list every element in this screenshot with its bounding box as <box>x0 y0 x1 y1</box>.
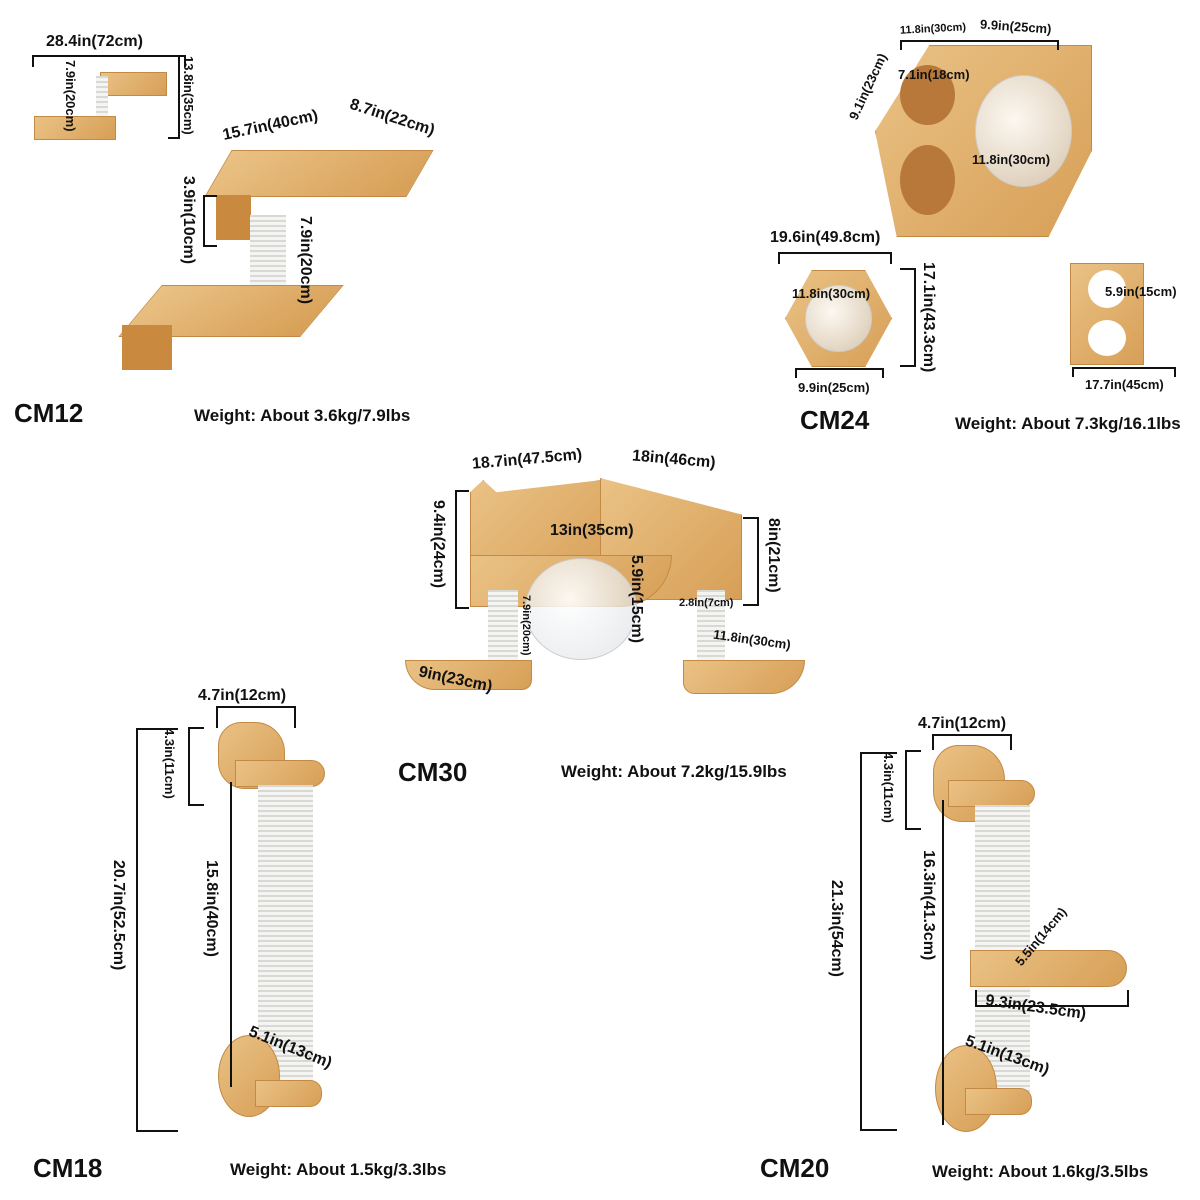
cm18-bottom-platform <box>255 1080 322 1107</box>
cm24-front-bowl <box>805 285 872 352</box>
dimension-line <box>900 268 916 367</box>
cm20-top-platform <box>948 780 1035 807</box>
cm12-bottom-bracket <box>122 325 172 370</box>
cm12-shelf-thickness-label: 3.9in(10cm) <box>180 176 197 265</box>
dimension-line <box>168 55 180 139</box>
cm24-label: 11.8in(30cm) <box>972 152 1051 167</box>
cm12-thumb-post-label: 7.9in(20cm) <box>63 60 78 132</box>
dimension-line <box>860 752 897 1131</box>
cm24-front-hole <box>900 145 955 215</box>
cm12-thumb-top-shelf <box>100 72 167 96</box>
dimension-line <box>942 800 954 1125</box>
cm18-scratching-post <box>258 785 313 1085</box>
cm12-thumb-post <box>96 76 108 116</box>
cm30-right-step <box>683 660 805 694</box>
cm18-label: 15.8in(40cm) <box>203 860 220 957</box>
cm20-weight: Weight: About 1.6kg/3.5lbs <box>932 1162 1149 1181</box>
cm24-label: 19.6in(49.8cm) <box>770 229 881 246</box>
dimension-line <box>975 990 1129 1007</box>
cm30-right-post <box>697 590 725 665</box>
cm24-clear-bowl <box>975 75 1072 187</box>
cm20-middle-step <box>970 950 1127 987</box>
cm24-side-hole <box>900 65 955 125</box>
cm30-label: 5.9in(15cm) <box>628 555 645 644</box>
cm18-top-platform <box>235 760 325 787</box>
cm30-weight: Weight: About 7.2kg/15.9lbs <box>561 762 787 781</box>
cm20-model: CM20 <box>760 1153 830 1183</box>
cm12-length-label: 15.7in(40cm) <box>221 107 320 144</box>
cm30-label: 7.9in(20cm) <box>520 595 532 656</box>
cm18-label: 4.3in(11cm) <box>162 728 177 799</box>
cm24-label: 17.7in(45cm) <box>1085 377 1164 392</box>
cm30-label: 18in(46cm) <box>631 447 717 472</box>
cm18-label: 4.7in(12cm) <box>198 687 287 704</box>
dimension-line <box>905 750 921 830</box>
cm24-label: 11.8in(30cm) <box>899 21 967 37</box>
cm24-label: 9.9in(25cm) <box>798 380 870 395</box>
cm20-bottom-platform <box>965 1088 1032 1115</box>
cm30-label: 9.4in(24cm) <box>430 500 447 589</box>
dimension-line <box>216 706 296 728</box>
cm24-model: CM24 <box>800 405 870 435</box>
cm12-weight: Weight: About 3.6kg/7.9lbs <box>194 406 411 425</box>
cm24-label: 17.1in(43.3cm) <box>920 262 937 373</box>
cm12-top-shelf <box>204 150 434 197</box>
dimension-line <box>230 782 242 1087</box>
cm12-thumb-bottom-shelf <box>34 116 116 140</box>
cm12-post-height-label: 7.9in(20cm) <box>297 216 314 305</box>
dimension-line <box>900 40 1059 50</box>
dimension-line <box>1072 367 1176 377</box>
cm12-model: CM12 <box>14 398 84 428</box>
cm20-label: 16.3in(41.3cm) <box>920 850 937 961</box>
cm24-label: 11.8in(30cm) <box>792 286 871 301</box>
cm24-weight: Weight: About 7.3kg/16.1lbs <box>955 414 1181 433</box>
cm20-label: 4.7in(12cm) <box>918 715 1007 732</box>
dimension-line <box>743 517 759 606</box>
cm18-weight: Weight: About 1.5kg/3.3lbs <box>230 1160 447 1179</box>
cm12-width-label: 28.4in(72cm) <box>46 33 143 50</box>
cm30-label: 13in(35cm) <box>550 522 634 539</box>
dimension-line <box>32 55 186 67</box>
cm24-label: 5.9in(15cm) <box>1105 284 1177 299</box>
cm30-label: 2.8in(7cm) <box>679 597 734 609</box>
cm24-label: 9.1in(23cm) <box>845 50 890 123</box>
dimension-line <box>203 195 217 247</box>
cm24-side-hole <box>1088 320 1126 356</box>
cm12-depth-label: 8.7in(22cm) <box>347 95 437 140</box>
cm18-model: CM18 <box>33 1153 103 1183</box>
cm30-left-post <box>488 590 518 665</box>
cm30-label: 8in(21cm) <box>765 518 782 593</box>
dimension-line <box>795 368 884 378</box>
cm24-label: 7.1in(18cm) <box>898 67 970 82</box>
cm12-top-bracket <box>216 195 251 240</box>
cm30-clear-bowl <box>525 558 637 660</box>
cm20-label: 21.3in(54cm) <box>828 880 845 977</box>
cm12-height-label: 13.8in(35cm) <box>181 56 196 135</box>
dimension-line <box>778 252 892 264</box>
dimension-line <box>455 490 469 609</box>
dimension-line <box>932 734 1012 750</box>
dimension-line <box>188 727 204 806</box>
cm24-label: 9.9in(25cm) <box>979 16 1052 37</box>
cm18-label: 20.7in(52.5cm) <box>110 860 127 971</box>
cm20-label: 4.3in(11cm) <box>881 752 896 823</box>
cm30-label: 18.7in(47.5cm) <box>471 446 583 473</box>
cm12-post <box>250 215 286 295</box>
cm24-side-hole <box>1088 270 1126 308</box>
dimension-line <box>136 728 178 1132</box>
cm30-model: CM30 <box>398 757 468 787</box>
